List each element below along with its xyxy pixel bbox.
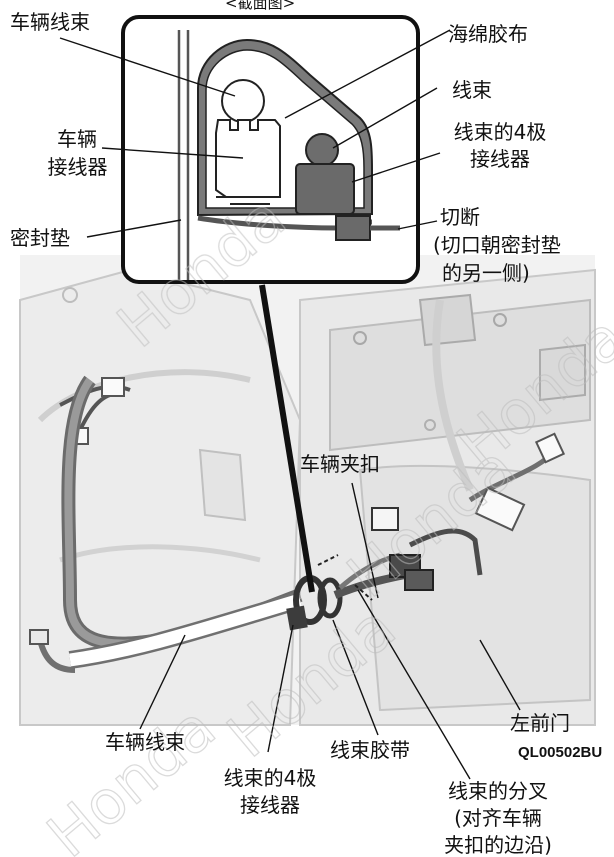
- label-left-front-door: 左前门: [510, 711, 570, 735]
- label-cut: 切断: [440, 205, 480, 229]
- label-vehicle-harness-top: 车辆线束: [10, 10, 90, 34]
- label-vehicle-connector-line1: 车辆: [57, 127, 97, 151]
- label-harness-tape: 线束胶带: [330, 738, 410, 762]
- label-seal-pad: 密封垫: [10, 226, 70, 250]
- label-vehicle-harness-bottom: 车辆线束: [105, 730, 185, 754]
- label-cut-note-line1: (切口朝密封垫: [433, 233, 561, 257]
- inset-title: <截面图>: [225, 0, 296, 12]
- label-four-pole-bottom-line1: 线束的4极: [223, 766, 317, 790]
- label-vehicle-connector-line2: 接线器: [47, 155, 108, 179]
- label-vehicle-clip: 车辆夹扣: [300, 452, 380, 476]
- label-wire-harness: 线束: [452, 78, 492, 102]
- label-branch-line1: 线束的分叉: [448, 779, 548, 803]
- figure-code: QL00502BU: [518, 744, 603, 761]
- label-branch-line2: (对齐车辆: [454, 806, 542, 830]
- label-four-pole-bottom-line2: 接线器: [240, 793, 300, 817]
- label-four-pole-connector-line2: 接线器: [470, 147, 530, 171]
- label-four-pole-connector-line1: 线束的4极: [453, 120, 547, 144]
- label-sponge-tape: 海绵胶布: [448, 22, 528, 46]
- label-branch-line3: 夹扣的边沿): [444, 833, 552, 857]
- door-photo: [19, 255, 596, 726]
- leader-lines: [59, 29, 521, 780]
- label-cut-note-line2: 的另一侧): [442, 261, 530, 285]
